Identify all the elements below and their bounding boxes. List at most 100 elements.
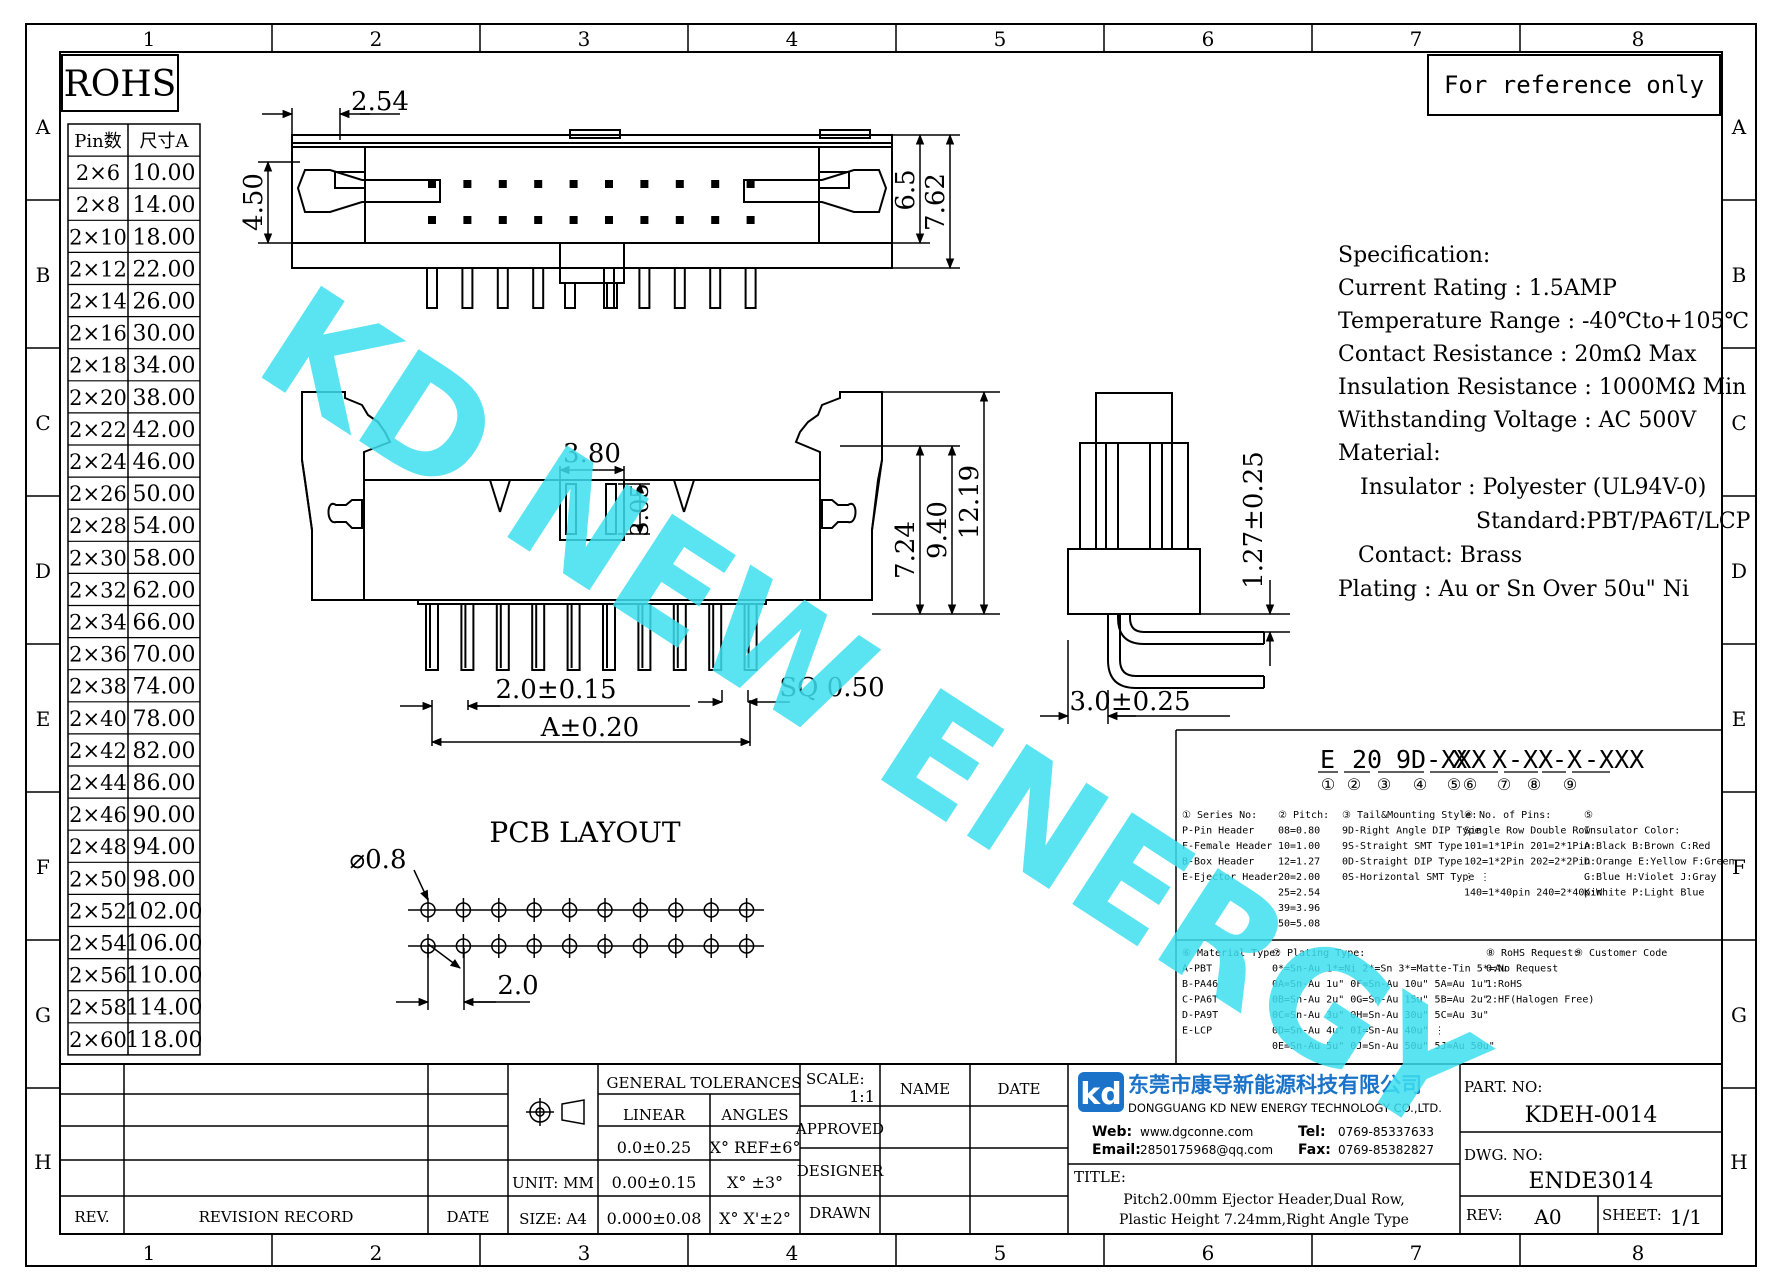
rev-label: REV:: [1466, 1206, 1503, 1224]
part-code-index: ⑨: [1563, 775, 1577, 794]
legend-line: 102=1*2Pin 202=2*2Pin: [1464, 857, 1590, 868]
dim-65: 6.5: [891, 169, 921, 210]
reference-note: For reference only: [1444, 71, 1704, 99]
legend-line: B-PA46: [1182, 979, 1218, 990]
pin-count-cell: 2×32: [69, 578, 127, 602]
row-marker: D: [35, 559, 51, 583]
pin-count-cell: 2×16: [69, 322, 127, 346]
rev-value: A0: [1533, 1205, 1561, 1229]
legend-line: D:Orange E:Yellow F:Green: [1584, 857, 1735, 868]
pin-count-cell: 2×54: [69, 932, 127, 956]
web-label: Web:: [1092, 1124, 1132, 1140]
pin-count-cell: 2×26: [69, 482, 127, 506]
pin-count-cell: 2×44: [69, 771, 127, 795]
scale-value: 1:1: [849, 1087, 875, 1106]
pcb-layout-label: PCB LAYOUT: [489, 816, 680, 849]
column-marker: 6: [1202, 27, 1215, 51]
column-marker: 7: [1410, 1241, 1423, 1265]
approved-label: APPROVED: [795, 1120, 884, 1138]
size-a-cell: 82.00: [133, 739, 196, 764]
dim-940: 9.40: [923, 501, 953, 559]
column-marker: 5: [994, 27, 1007, 51]
web-value: www.dgconne.com: [1140, 1125, 1253, 1139]
tolerance-linear: 0.000±0.08: [607, 1209, 702, 1228]
spec-line: Material:: [1338, 441, 1441, 466]
top-view: [291, 129, 893, 309]
spec-line: Withstanding Voltage : AC 500V: [1338, 408, 1697, 433]
title-label: TITLE:: [1074, 1168, 1126, 1186]
row-marker: F: [36, 855, 50, 879]
revision-record-header: REVISION RECORD: [199, 1208, 354, 1226]
side-view-dimensions: [1040, 580, 1290, 724]
size-a-cell: 46.00: [133, 450, 196, 475]
size-a-cell: 38.00: [133, 386, 196, 411]
pin-count-header: Pin数: [74, 131, 121, 152]
pin-count-cell: 2×12: [69, 257, 127, 281]
pin-count-cell: 2×18: [69, 354, 127, 378]
part-code-index: ⑦: [1497, 775, 1511, 794]
part-code-segment: X: [1492, 745, 1507, 774]
title-block: [60, 1063, 1722, 1234]
dwg-no-value: ENDE3014: [1529, 1169, 1654, 1194]
row-marker: C: [1731, 411, 1746, 435]
linear-header: LINEAR: [623, 1106, 686, 1124]
column-marker: 3: [578, 1241, 591, 1265]
spec-line: Insulation Resistance : 1000MΩ Min: [1338, 375, 1746, 400]
part-code-segment: E: [1320, 745, 1335, 774]
column-marker: 7: [1410, 27, 1423, 51]
legend-line: G:Blue H:Violet J:Gray: [1584, 872, 1716, 883]
row-marker: H: [1730, 1150, 1747, 1174]
email-label: Email:: [1092, 1142, 1141, 1158]
size-a-cell: 110.00: [126, 964, 203, 989]
size-a-cell: 114.00: [126, 996, 203, 1021]
part-code-index: ④: [1413, 775, 1427, 794]
legend-line: 2:HF(Halogen Free): [1486, 995, 1594, 1006]
pin-count-cell: 2×58: [69, 996, 127, 1020]
size-a-cell: 18.00: [133, 225, 196, 250]
part-code-segment: -XXX: [1584, 745, 1644, 774]
legend-line: A:Black B:Brown C:Red: [1584, 841, 1710, 852]
legend-line: A-PBT: [1182, 964, 1212, 975]
row-marker: G: [1731, 1003, 1747, 1027]
pin-count-cell: 2×22: [69, 418, 127, 442]
legend-line: 1:RoHS: [1486, 979, 1522, 990]
dim-1219: 12.19: [955, 465, 985, 539]
spec-line: Specification:: [1338, 243, 1490, 268]
size-a-cell: 78.00: [133, 707, 196, 732]
part-code-segment: 20: [1352, 745, 1382, 774]
size-label: SIZE: A4: [519, 1210, 587, 1228]
projection-symbol: [526, 1098, 585, 1126]
part-code-segment: -XX: [1508, 745, 1553, 774]
pin-count-cell: 2×6: [76, 161, 120, 185]
size-a-cell: 118.00: [126, 1028, 203, 1053]
date-header: DATE: [447, 1208, 490, 1226]
legend-line: ⑧ RoHS Request:: [1486, 948, 1579, 959]
legend-line: 0E=Sn-Au 5u" 0J=Sn-Au 50u" 5J=Au 50u": [1272, 1041, 1495, 1052]
row-marker: H: [34, 1150, 51, 1174]
pin-count-cell: 2×30: [69, 546, 127, 570]
designer-label: DESIGNER: [797, 1162, 884, 1180]
dim-sq: SQ 0.50: [779, 673, 884, 703]
size-a-cell: 102.00: [126, 899, 203, 924]
inner-border: [59, 51, 1723, 1235]
legend-line: K:White P:Light Blue: [1584, 888, 1704, 899]
company-name-cn: 东莞市康导新能源科技有限公司: [1128, 1072, 1422, 1097]
size-a-cell: 10.00: [133, 161, 196, 186]
legend-line: 0B=Sn-Au 2u" 0G=Sn-Au 15u" 5B=Au 2u": [1272, 995, 1489, 1006]
drawing-title-line2: Plastic Height 7.24mm,Right Angle Type: [1119, 1212, 1409, 1228]
side-view: [1067, 392, 1265, 689]
row-marker: B: [1732, 263, 1747, 287]
size-a-cell: 70.00: [133, 643, 196, 668]
pin-count-cell: 2×34: [69, 611, 127, 635]
pin-count-cell: 2×52: [69, 899, 127, 923]
tolerance-angle: X° REF±6°: [710, 1138, 801, 1157]
dim-305: 3.05: [626, 483, 654, 536]
pin-count-cell: 2×50: [69, 867, 127, 891]
row-marker: F: [1732, 855, 1746, 879]
size-a-cell: 54.00: [133, 514, 196, 539]
row-marker: B: [36, 263, 51, 287]
